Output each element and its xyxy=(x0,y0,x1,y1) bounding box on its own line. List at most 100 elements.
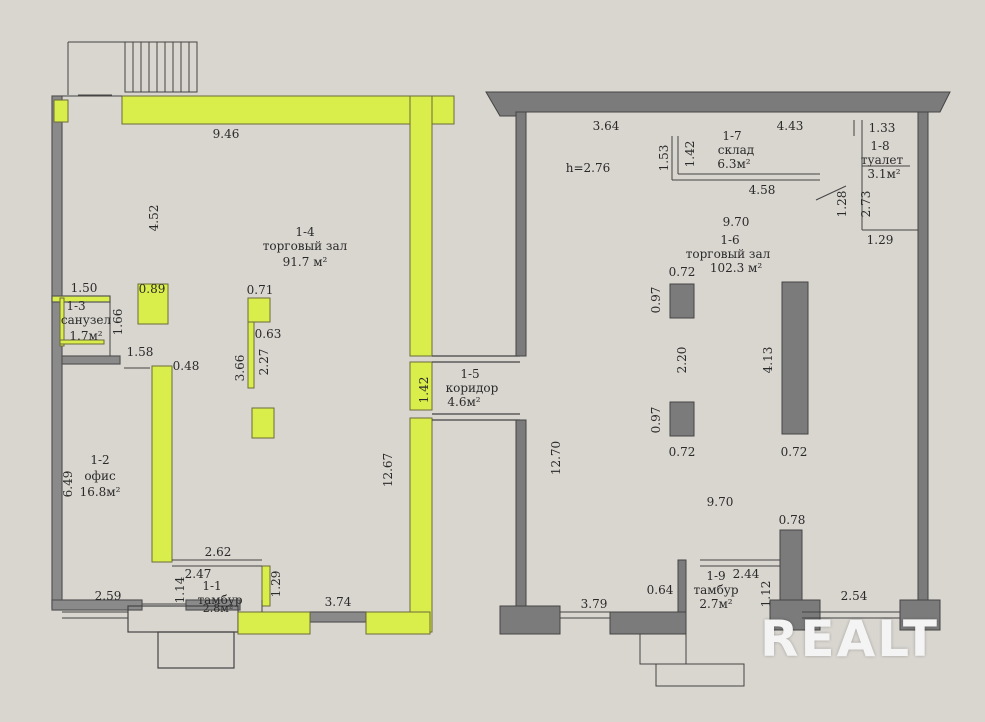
dim-label: 0.97 xyxy=(649,407,663,434)
room-1-7-name: склад xyxy=(718,143,754,157)
dim-label: 3.64 xyxy=(593,119,620,133)
room-1-3-id: 1-3 xyxy=(66,299,85,313)
dim-label: 1.33 xyxy=(869,121,896,135)
right-top-wall xyxy=(485,91,951,117)
room-1-3-name: санузел xyxy=(61,313,112,327)
center-wall-upper xyxy=(409,95,433,357)
room-1-1-name: тамбур xyxy=(197,593,242,607)
dim-label: 1.29 xyxy=(867,233,894,247)
corridor-lines xyxy=(432,355,520,421)
room-1-4-name: торговый зал xyxy=(263,239,348,253)
column-r2 xyxy=(669,401,695,437)
corridor-wall xyxy=(409,361,433,411)
room-1-8-name: туалет xyxy=(861,153,904,167)
room-1-6-id: 1-6 xyxy=(720,233,739,247)
room-1-1-id: 1-1 xyxy=(202,579,221,593)
dim-label: 0.89 xyxy=(139,282,166,296)
watermark-logo: REALT xyxy=(759,610,939,668)
dim-label: 0.48 xyxy=(173,359,200,373)
left-thin-lines xyxy=(62,95,263,612)
dimension-labels: 9.46 4.52 1.50 0.89 0.71 0.63 1.66 1.58 … xyxy=(61,119,895,611)
dim-label: 1.42 xyxy=(683,141,697,168)
dim-label: 1.42 xyxy=(417,377,431,404)
room-labels: 1-4 торговый зал 91.7 м² 1-3 санузел 1.7… xyxy=(61,129,904,615)
right-unit-walls xyxy=(485,91,951,635)
dim-label: 2.62 xyxy=(205,545,232,559)
right-thin-lines xyxy=(62,120,918,687)
room-1-8-id: 1-8 xyxy=(870,139,889,153)
right-unit-left-wall-upper xyxy=(515,111,527,357)
left-unit-walls xyxy=(51,41,367,669)
dim-label: 9.46 xyxy=(213,127,240,141)
dim-label: 0.72 xyxy=(669,265,696,279)
height-note: h=2.76 xyxy=(566,161,611,175)
dim-label: 2.27 xyxy=(257,349,271,376)
top-highlight-wall xyxy=(121,95,455,125)
room-1-9-area: 2.7м² xyxy=(699,597,732,611)
column-2 xyxy=(247,297,271,323)
dim-label: 2.44 xyxy=(733,567,760,581)
dim-label: 0.97 xyxy=(649,287,663,314)
column-1 xyxy=(137,283,169,325)
dim-label: 2.73 xyxy=(859,191,873,218)
dim-label: 4.52 xyxy=(147,205,161,232)
dim-label: 9.70 xyxy=(707,495,734,509)
room-1-5-id: 1-5 xyxy=(460,367,479,381)
center-wall-lower xyxy=(409,417,433,633)
dim-label: 1.53 xyxy=(657,145,671,172)
right-exterior-wall xyxy=(917,111,929,613)
room-1-6-name: торговый зал xyxy=(686,247,771,261)
room-1-2-area: 16.8м² xyxy=(80,485,121,499)
room-1-9-id: 1-9 xyxy=(706,569,725,583)
dim-label: 1.66 xyxy=(111,309,125,336)
room-1-4-area: 91.7 м² xyxy=(283,255,328,269)
room-1-2-id: 1-2 xyxy=(90,453,109,467)
dim-label: 2.54 xyxy=(841,589,868,603)
room-1-5-area: 4.6м² xyxy=(447,395,480,409)
dim-label: 2.47 xyxy=(185,567,212,581)
room-1-8-area: 3.1м² xyxy=(867,167,900,181)
dim-label: 0.63 xyxy=(255,327,282,341)
dim-label: 2.20 xyxy=(675,347,689,374)
room-1-4-id: 1-4 xyxy=(295,225,315,239)
column-r1 xyxy=(669,283,695,319)
dim-label: 3.79 xyxy=(581,597,608,611)
stairs xyxy=(67,41,198,96)
dim-label: 0.71 xyxy=(247,283,274,297)
dim-label: 1.50 xyxy=(71,281,98,295)
dim-label: 1.12 xyxy=(759,581,773,608)
room-1-7-id: 1-7 xyxy=(722,129,741,143)
room-1-6-area: 102.3 м² xyxy=(710,261,763,275)
column-r3 xyxy=(781,281,809,435)
dim-label: 1.14 xyxy=(173,576,187,603)
left-exterior-wall xyxy=(51,95,63,609)
dim-label: 3.66 xyxy=(233,355,247,382)
room-1-9-name: тамбур xyxy=(693,583,738,597)
dim-label: 4.58 xyxy=(749,183,776,197)
dim-label: 1.58 xyxy=(127,345,154,359)
dim-label: 1.29 xyxy=(269,571,283,598)
dim-label: 2.59 xyxy=(95,589,122,603)
dim-label: 6.49 xyxy=(61,471,75,498)
dim-label: 12.70 xyxy=(549,441,563,475)
dim-label: 12.67 xyxy=(381,453,395,487)
room-1-3-area: 1.7м² xyxy=(69,329,102,343)
dim-label: 0.72 xyxy=(669,445,696,459)
dim-label: 1.28 xyxy=(835,191,849,218)
room-1-2-name: офис xyxy=(84,469,116,483)
room-1-7-area: 6.3м² xyxy=(717,157,750,171)
highlighted-walls-left xyxy=(53,95,455,635)
right-unit-left-wall-lower xyxy=(515,419,527,617)
dim-label: 4.43 xyxy=(777,119,804,133)
dim-label: 9.70 xyxy=(723,215,750,229)
room-1-5-name: коридор xyxy=(446,381,499,395)
room-1-1-area: 2.8м² xyxy=(203,602,233,615)
dim-label: 0.64 xyxy=(647,583,674,597)
dim-label: 3.74 xyxy=(325,595,352,609)
left-bottom-wall xyxy=(51,599,143,611)
column-3 xyxy=(251,407,275,439)
dim-label: 4.13 xyxy=(761,347,775,374)
dim-label: 0.78 xyxy=(779,513,806,527)
